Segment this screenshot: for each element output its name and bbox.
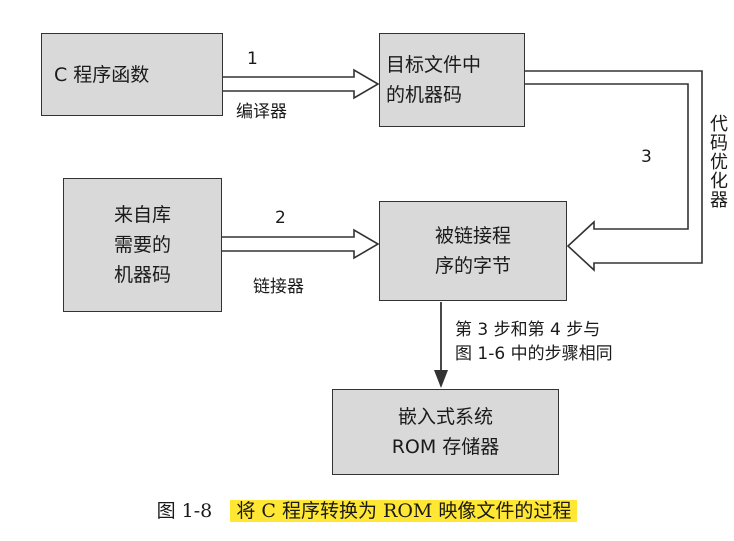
step1-label: 编译器	[236, 102, 287, 122]
step3-number: 3	[641, 147, 652, 167]
library-machine-code-line2: 需要的	[113, 234, 171, 256]
arrow-link	[222, 228, 380, 260]
library-machine-code-box: 来自库 需要的 机器码	[63, 178, 222, 312]
step2-label: 链接器	[253, 277, 304, 297]
embedded-rom-line2: ROM 存储器	[391, 436, 500, 458]
embedded-rom-line1: 嵌入式系统	[397, 406, 493, 428]
linked-bytes-line1: 被链接程	[434, 225, 511, 247]
figure-number: 图 1-8	[156, 500, 213, 522]
step3-label: 代码优化器	[707, 114, 728, 209]
arrow-to-rom-head	[434, 370, 448, 388]
linked-bytes-box: 被链接程 序的字节	[379, 201, 567, 301]
library-machine-code-line3: 机器码	[113, 264, 171, 286]
step4-note: 第 3 步和第 4 步与 图 1-6 中的步骤相同	[455, 318, 613, 366]
object-machine-code-box: 目标文件中 的机器码	[379, 33, 525, 127]
library-machine-code-line1: 来自库	[113, 204, 171, 226]
figure-title: 将 C 程序转换为 ROM 映像文件的过程	[230, 500, 578, 522]
c-program-box: C 程序函数	[41, 33, 223, 116]
object-machine-code-line1: 目标文件中	[386, 54, 482, 76]
linked-bytes-line2: 序的字节	[434, 255, 511, 277]
figure-caption: 图 1-8 将 C 程序转换为 ROM 映像文件的过程	[0, 496, 734, 523]
step4-note-line2: 图 1-6 中的步骤相同	[455, 344, 613, 364]
step1-number: 1	[247, 49, 258, 69]
step4-note-line1: 第 3 步和第 4 步与	[455, 320, 601, 340]
object-machine-code-line2: 的机器码	[386, 84, 463, 106]
embedded-rom-box: 嵌入式系统 ROM 存储器	[332, 389, 559, 475]
c-program-label: C 程序函数	[54, 63, 150, 86]
step2-number: 2	[275, 208, 286, 228]
arrow-compile	[223, 68, 380, 100]
arrow-optimize	[524, 70, 703, 272]
